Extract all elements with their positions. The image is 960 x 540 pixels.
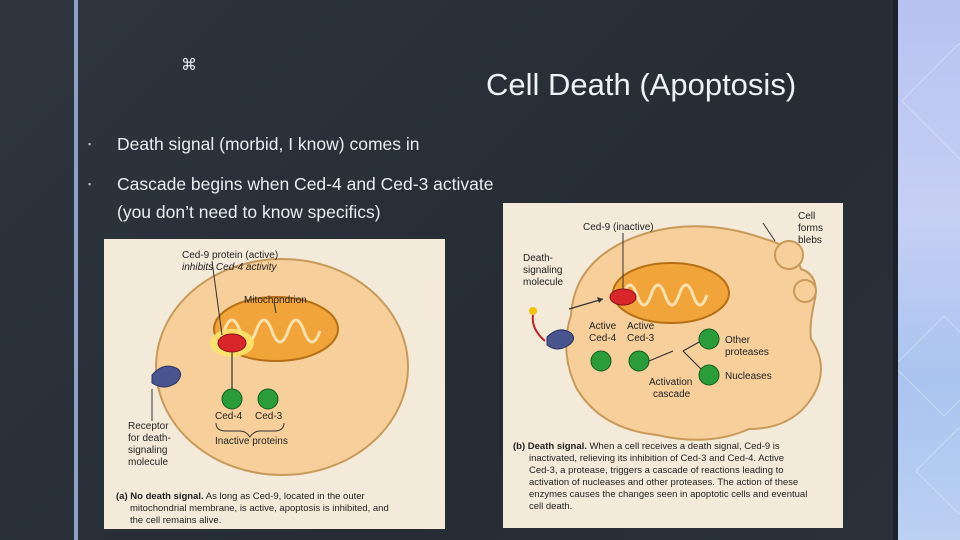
caption-line: When a cell receives a death signal, Ced… (586, 441, 780, 452)
bullet-marker-icon: ▪ (88, 179, 92, 189)
bullet-item: ▪ Cascade begins when Ced-4 and Ced-3 ac… (88, 170, 508, 226)
nuclease-protein (698, 364, 720, 386)
ced9-inhibits-label: inhibits Ced-4 activity (182, 262, 277, 273)
pointer-line (762, 222, 776, 242)
caption-b: (b) Death signal. When a cell receives a… (513, 441, 838, 513)
active-ced3-protein (628, 350, 650, 372)
caption-line: activation of nucleases and other protea… (529, 477, 799, 488)
death-molecule-label-line: molecule (523, 277, 563, 288)
receptor-label-line: molecule (128, 457, 168, 468)
bullet-list: ▪ Death signal (morbid, I know) comes in… (88, 130, 508, 238)
active-ced4-protein (590, 350, 612, 372)
receptor-label-line: signaling (128, 445, 167, 456)
arrow (648, 350, 674, 362)
death-molecule-label-line: Death- (523, 253, 553, 264)
blebs-label-line: blebs (798, 235, 822, 246)
active-ced3-label: Ced-3 (627, 333, 655, 344)
caption-line: enzymes causes the changes seen in apopt… (529, 489, 808, 500)
receptor-label-line: for death- (128, 433, 171, 444)
bullet-marker-icon: ▪ (88, 139, 92, 149)
active-ced4-label: Ced-4 (589, 333, 617, 344)
figure-no-death-signal: Ced-9 protein (active) inhibits Ced-4 ac… (104, 239, 445, 529)
caption-bold: Death signal. (527, 441, 587, 452)
caption-line: cell death. (529, 501, 573, 512)
bullet-text: Death signal (morbid, I know) comes in (117, 134, 420, 154)
caption-line: As long as Ced-9, located in the outer (203, 491, 365, 502)
ced4-protein (221, 388, 243, 410)
active-ced3-label: Active (627, 321, 655, 332)
arrow (568, 298, 604, 310)
decorative-side-panel (898, 0, 960, 540)
death-signal-molecule (529, 307, 537, 315)
other-proteases-label: Other (725, 335, 751, 346)
ced9-protein (217, 333, 247, 353)
figure-death-signal: Ced-9 (inactive) Cell forms blebs Death-… (503, 203, 843, 528)
activation-cascade-label: cascade (653, 389, 691, 400)
caption-letter: (b) (513, 441, 526, 452)
ced3-protein (257, 388, 279, 410)
mitochondrion-label: Mitochondrion (244, 295, 307, 306)
caption-line: mitochondrial membrane, is active, apopt… (130, 503, 389, 514)
caption-line: the cell remains alive. (130, 515, 222, 526)
active-ced4-label: Active (589, 321, 617, 332)
pointer-line (273, 301, 277, 314)
ced9-label: Ced-9 (inactive) (583, 222, 654, 233)
caption-letter: (a) (116, 491, 128, 502)
activation-cascade-label: Activation (649, 377, 692, 388)
slide-title: Cell Death (Apoptosis) (486, 67, 797, 102)
bullet-text: Cascade begins when Ced-4 and Ced-3 acti… (117, 174, 494, 222)
caption-bold: No death signal. (130, 491, 204, 502)
receptor-label-line: Receptor (128, 421, 169, 432)
arrow (682, 350, 702, 370)
left-accent-bar (74, 0, 78, 540)
arrow (531, 314, 546, 342)
receptor-shape (151, 365, 182, 388)
caption-line: Ced-3, a protease, triggers a cascade of… (529, 465, 784, 476)
bleb (793, 279, 817, 303)
other-protease-protein (698, 328, 720, 350)
right-divider-bar (893, 0, 898, 540)
arrow (682, 340, 702, 352)
receptor-shape (546, 329, 575, 350)
ced9-label: Ced-9 protein (active) (182, 250, 278, 261)
blebs-label-line: Cell (798, 211, 815, 222)
inactive-label: Inactive proteins (215, 436, 288, 447)
other-proteases-label: proteases (725, 347, 769, 358)
inactive-bracket (215, 422, 285, 438)
ced9-inactive-protein (609, 288, 637, 306)
ced3-label: Ced-3 (255, 411, 283, 422)
blebs-label-line: forms (798, 223, 823, 234)
nucleases-label: Nucleases (725, 371, 772, 382)
command-icon: ⌘ (181, 57, 197, 74)
arrow-head (597, 297, 603, 303)
bleb (774, 240, 804, 270)
pointer-line (211, 260, 223, 336)
bullet-item: ▪ Death signal (morbid, I know) comes in (88, 130, 508, 158)
caption-a: (a) No death signal. As long as Ced-9, l… (116, 491, 441, 527)
caption-line: inactivated, relieving its inhibition of… (529, 453, 785, 464)
ced4-label: Ced-4 (215, 411, 243, 422)
death-molecule-label-line: signaling (523, 265, 562, 276)
